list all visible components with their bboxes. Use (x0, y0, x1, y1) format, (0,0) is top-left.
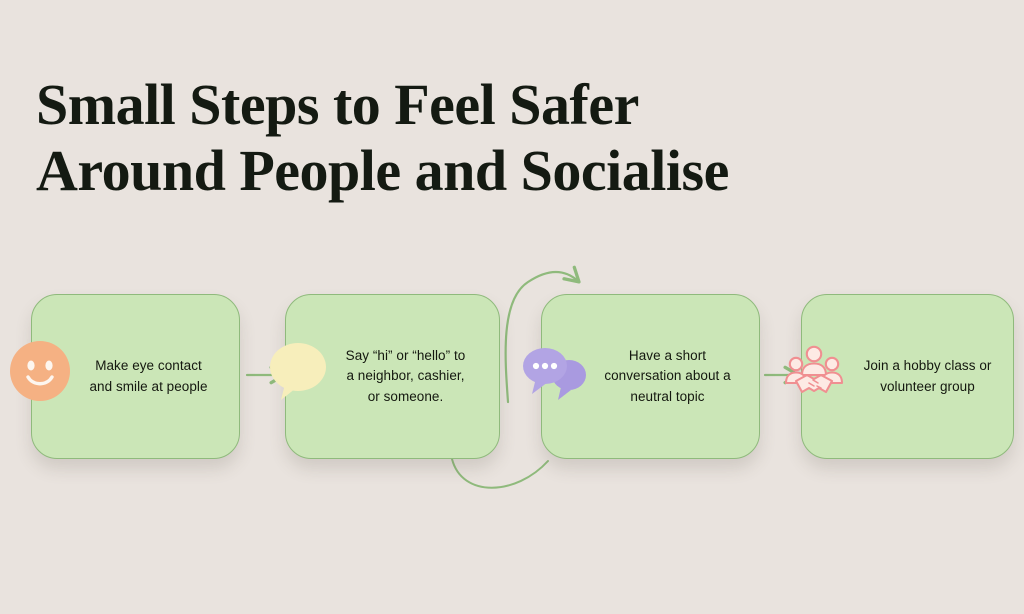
flow-step-label-2: Say “hi” or “hello” to a neighbor, cashi… (345, 347, 466, 404)
flow-step-card-2[interactable]: Say “hi” or “hello” to a neighbor, cashi… (285, 294, 500, 459)
flow-step-label-3: Have a short conversation about a neutra… (604, 347, 731, 404)
flow-step-card-1[interactable]: Make eye contact and smile at people (31, 294, 240, 459)
flow-step-label-1: Make eye contact and smile at people (89, 357, 208, 394)
curve-step2-step3-bottom (451, 458, 549, 489)
flow-step-card-3[interactable]: Have a short conversation about a neutra… (541, 294, 760, 459)
flow-step-card-4[interactable]: Join a hobby class or volunteer group (801, 294, 1014, 459)
flow-step-label-4: Join a hobby class or volunteer group (863, 357, 992, 394)
page-title: Small Steps to Feel Safer Around People … (36, 72, 729, 204)
